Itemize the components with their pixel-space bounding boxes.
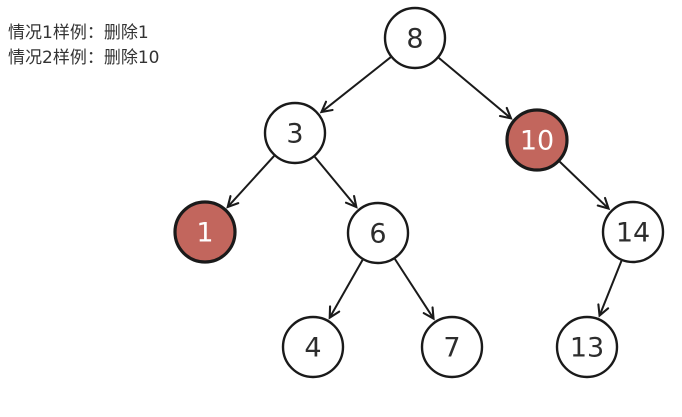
- case-note-2: 情况2样例：删除10: [8, 48, 160, 68]
- tree-edge-6-4: [328, 259, 364, 320]
- tree-node-10: 10: [505, 108, 569, 172]
- tree-node-14: 14: [601, 200, 665, 264]
- node-circle: [346, 201, 410, 265]
- node-circle: [263, 101, 327, 165]
- tree-node-8: 8: [383, 6, 447, 70]
- node-label: 7: [443, 333, 460, 364]
- node-label: 10: [520, 126, 554, 157]
- node-circle-highlighted: [505, 108, 569, 172]
- tree-edge-3-6: [314, 156, 358, 209]
- case-notes: 情况1样例：删除1 情况2样例：删除10: [8, 21, 159, 71]
- node-circle: [420, 315, 484, 379]
- node-circle: [555, 315, 619, 379]
- node-label: 3: [286, 119, 303, 150]
- node-circle: [383, 6, 447, 70]
- node-label: 14: [616, 218, 650, 249]
- tree-edge-14-13: [597, 260, 623, 318]
- node-label: 4: [304, 333, 321, 364]
- node-circle: [601, 200, 665, 264]
- node-label: 1: [196, 218, 213, 249]
- node-label: 6: [369, 219, 386, 250]
- node-circle: [281, 315, 345, 379]
- tree-edge-3-1: [226, 155, 275, 209]
- tree-edge-10-14: [558, 160, 611, 211]
- tree-edge-8-10: [438, 57, 513, 120]
- tree-edge-6-7: [394, 258, 435, 321]
- tree-node-1: 1: [173, 200, 237, 264]
- tree-node-6: 6: [346, 201, 410, 265]
- tree-node-7: 7: [420, 315, 484, 379]
- tree-node-3: 3: [263, 101, 327, 165]
- case-note-1: 情况1样例：删除1: [8, 23, 149, 43]
- tree-node-13: 13: [555, 315, 619, 379]
- tree-node-4: 4: [281, 315, 345, 379]
- node-label: 8: [406, 24, 423, 55]
- node-circle-highlighted: [173, 200, 237, 264]
- tree-edge-8-3: [319, 56, 392, 114]
- node-label: 13: [570, 333, 604, 364]
